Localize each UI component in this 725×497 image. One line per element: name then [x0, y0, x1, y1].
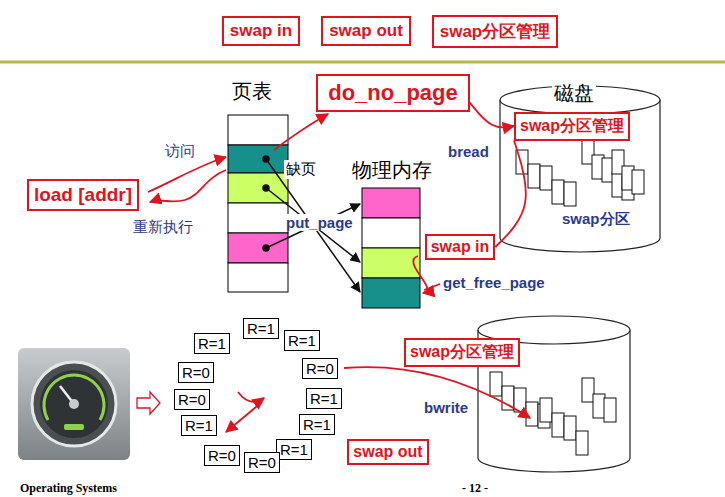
- ref-bit-box: R=1: [243, 318, 279, 339]
- physical-memory: [362, 188, 420, 308]
- node-text: R=1: [185, 417, 213, 434]
- arrow-label: 访问: [165, 142, 195, 161]
- action-box: swap in: [425, 234, 496, 260]
- ref-bit-box: R=0: [178, 362, 214, 383]
- ref-bit-box: R=0: [302, 358, 338, 379]
- page-table: [228, 115, 288, 292]
- heading-label: 物理内存: [352, 157, 432, 184]
- ref-bit-box: R=1: [299, 414, 335, 435]
- node-text: swap in: [230, 21, 292, 41]
- node-text: R=1: [247, 320, 275, 337]
- node-text: load [addr]: [34, 184, 132, 206]
- ref-bit-box: R=1: [181, 415, 217, 436]
- ref-bit-box: R=0: [204, 445, 240, 466]
- title-box: swap分区管理: [432, 15, 559, 48]
- node-text: do_no_page: [328, 80, 458, 106]
- node-text: R=1: [198, 335, 226, 352]
- rule-line: [0, 61, 725, 64]
- function-label: put_page: [284, 214, 355, 231]
- action-box: swap out: [347, 439, 428, 465]
- node-text: R=0: [208, 447, 236, 464]
- title-box: swap in: [222, 16, 300, 46]
- ref-bit-box: R=1: [194, 333, 230, 354]
- function-label: get_free_page: [443, 274, 545, 291]
- pointer-arrows: [263, 156, 360, 292]
- function-label: bread: [448, 143, 489, 160]
- heading-label: 页表: [232, 78, 272, 105]
- node-text: swap分区管理: [440, 20, 551, 43]
- hollow-arrow: [137, 392, 160, 414]
- node-text: R=1: [280, 441, 308, 458]
- node-text: swap in: [431, 238, 490, 256]
- function-label: bwrite: [424, 399, 468, 416]
- ref-bit-box: R=1: [284, 330, 320, 351]
- ref-bit-box: R=0: [244, 452, 280, 473]
- heading-label: 磁盘: [552, 80, 596, 107]
- node-text: swap out: [353, 443, 422, 461]
- function-box: do_no_page: [316, 74, 470, 112]
- title-box: swap out: [321, 16, 411, 46]
- red-arrows: [148, 114, 530, 432]
- node-text: R=0: [182, 364, 210, 381]
- node-text: R=0: [178, 391, 206, 408]
- page-number: - 12 -: [462, 481, 488, 495]
- node-text: swap分区管理: [520, 116, 624, 137]
- ref-bit-box: R=1: [306, 388, 342, 409]
- arrow-label: 缺页: [284, 160, 318, 179]
- region-label: swap分区: [560, 210, 632, 229]
- ref-bit-box: R=1: [276, 439, 312, 460]
- node-text: R=0: [248, 454, 276, 471]
- arrow-label: 重新执行: [133, 218, 193, 237]
- node-text: R=1: [288, 332, 316, 349]
- node-text: R=0: [306, 360, 334, 377]
- manager-box: swap分区管理: [404, 338, 520, 367]
- footer-text: Operating Systems: [20, 481, 117, 495]
- node-text: R=1: [303, 416, 331, 433]
- connector: [495, 141, 526, 248]
- node-text: swap分区管理: [410, 342, 514, 363]
- instruction-box: load [addr]: [27, 179, 139, 211]
- node-text: swap out: [329, 21, 403, 41]
- ref-bit-box: R=0: [174, 389, 210, 410]
- disk-upper: [500, 86, 660, 252]
- node-text: R=1: [310, 390, 338, 407]
- connector: [470, 103, 514, 128]
- manager-box: swap分区管理: [514, 112, 630, 141]
- gauge-icon: [18, 348, 130, 460]
